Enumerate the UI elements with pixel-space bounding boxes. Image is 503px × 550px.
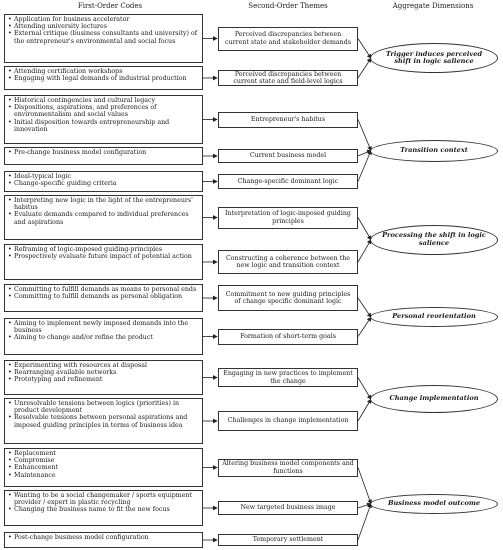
first-order-code: Historical contingencies and cultural le… — [8, 97, 199, 104]
first-order-code: Application for business accelerator — [8, 16, 199, 23]
first-order-codes-box: Interpreting new logic in the light of t… — [4, 195, 203, 240]
second-order-theme-box: Interpretation of logic-imposed guiding … — [218, 206, 358, 229]
first-order-code: Enhancement — [8, 464, 199, 471]
header-aggregate: Aggregate Dimensions — [392, 2, 474, 10]
first-order-code: Attending university lectures — [8, 23, 199, 30]
first-order-codes-box: Application for business acceleratorAtte… — [4, 14, 203, 63]
first-order-code: Attending certification workshops — [8, 68, 199, 75]
theme-to-aggregate-arrow — [357, 119, 372, 152]
theme-to-aggregate-arrow — [357, 316, 372, 337]
aggregate-dimension-ellipse: Trigger induces perceived shift in logic… — [370, 43, 498, 74]
second-order-theme-box: Entrepreneur's habitus — [218, 111, 358, 128]
aggregate-dimension-ellipse: Business model outcome — [370, 493, 498, 514]
theme-to-aggregate-arrow — [357, 57, 372, 79]
second-order-theme-box: Change-specific dominant logic — [218, 174, 358, 189]
theme-to-aggregate-arrow — [357, 502, 372, 541]
first-order-codes-box: Ideal-typical logicChange-specific guidi… — [4, 171, 203, 192]
theme-to-aggregate-arrow — [357, 297, 372, 318]
aggregate-dimension-ellipse: Transition context — [370, 139, 498, 162]
theme-to-aggregate-arrow — [357, 398, 372, 422]
second-order-theme-box: Commitment to new guiding principles of … — [218, 285, 358, 311]
first-order-code: Prospectively evaluate future impact of … — [8, 253, 199, 260]
first-order-code: Experimenting with resources at disposal — [8, 362, 199, 369]
first-order-code: Evaluate demands compared to individual … — [8, 211, 199, 225]
second-order-theme-box: Constructing a coherence between the new… — [218, 250, 358, 274]
first-order-code: Ideal-typical logic — [8, 173, 199, 180]
first-order-code: Prototyping and refinement — [8, 376, 199, 383]
first-order-codes-box: Wanting to be a social changemaker / spo… — [4, 490, 203, 526]
theme-to-aggregate-arrow — [357, 239, 372, 263]
header-second-order: Second-Order Themes — [248, 2, 328, 10]
second-order-theme-box: Perceived discrepancies between current … — [218, 70, 358, 86]
first-order-code: Unresolvable tensions between logics (pr… — [8, 400, 199, 414]
first-order-code: Maintenance — [8, 472, 199, 479]
aggregate-dimension-ellipse: Personal reorientation — [370, 307, 498, 328]
aggregate-dimension-ellipse: Processing the shift in logic salience — [370, 224, 498, 255]
second-order-theme-box: Challenges in change implementation — [218, 411, 358, 431]
header-first-order: First-Order Codes — [77, 2, 143, 10]
first-order-codes-box: ReplacementCompromiseEnhancementMaintena… — [4, 448, 203, 487]
first-order-code: Aiming to change and/or refine the produ… — [8, 334, 199, 341]
first-order-code: Changing the business name to fit the ne… — [8, 506, 199, 513]
second-order-theme-box: Current business model — [218, 149, 358, 163]
second-order-theme-box: New targeted business image — [218, 501, 358, 515]
theme-to-aggregate-arrow — [357, 217, 372, 241]
first-order-code: Replacement — [8, 450, 199, 457]
second-order-theme-box: Formation of short-term goals — [218, 328, 358, 345]
second-order-theme-box: Temporary settlement — [218, 534, 358, 546]
first-order-codes-box: Reframing of logic-imposed guiding-princ… — [4, 244, 203, 280]
theme-to-aggregate-arrow — [357, 377, 372, 400]
first-order-code: Committing to fulfill demands as means t… — [8, 286, 199, 293]
first-order-code: Reframing of logic-imposed guiding-princ… — [8, 246, 199, 253]
first-order-code: Wanting to be a social changemaker / spo… — [8, 492, 199, 506]
first-order-codes-box: Attending certification workshopsEngagin… — [4, 66, 203, 90]
first-order-code: Post-change business model configuration — [8, 534, 199, 541]
aggregate-dimension-ellipse: Change implementation — [370, 385, 498, 414]
first-order-code: Interpreting new logic in the light of t… — [8, 197, 199, 211]
first-order-codes-box: Pre-change business model configuration — [4, 147, 203, 165]
first-order-code: Aiming to implement newly imposed demand… — [8, 320, 199, 334]
first-order-codes-box: Historical contingencies and cultural le… — [4, 95, 203, 144]
first-order-codes-box: Post-change business model configuration — [4, 532, 203, 548]
theme-to-aggregate-arrow — [357, 149, 372, 182]
first-order-code: External critique (business consultants … — [8, 30, 199, 44]
theme-to-aggregate-arrow — [357, 467, 372, 505]
second-order-theme-box: Engaging in new practices to implement t… — [218, 368, 358, 387]
first-order-code: Rearranging available networks — [8, 369, 199, 376]
first-order-code: Change-specific guiding criteria — [8, 180, 199, 187]
second-order-theme-box: Perceived discrepancies between current … — [218, 26, 358, 51]
first-order-codes-box: Unresolvable tensions between logics (pr… — [4, 398, 203, 444]
second-order-theme-box: Altering business model components and f… — [218, 458, 358, 477]
first-order-codes-box: Aiming to implement newly imposed demand… — [4, 318, 203, 355]
first-order-code: Committing to fulfill demands as persona… — [8, 293, 199, 300]
first-order-code: Initial disposition towards entrepreneur… — [8, 119, 199, 133]
theme-to-aggregate-arrow — [357, 38, 372, 59]
first-order-code: Engaging with legal demands of industria… — [8, 75, 199, 82]
first-order-code: Dispositions, aspirations, and preferenc… — [8, 104, 199, 118]
first-order-code: Compromise — [8, 457, 199, 464]
first-order-code: Resolvable tensions between personal asp… — [8, 414, 199, 428]
first-order-code: Pre-change business model configuration — [8, 149, 199, 156]
first-order-codes-box: Committing to fulfill demands as means t… — [4, 284, 203, 312]
first-order-codes-box: Experimenting with resources at disposal… — [4, 360, 203, 395]
